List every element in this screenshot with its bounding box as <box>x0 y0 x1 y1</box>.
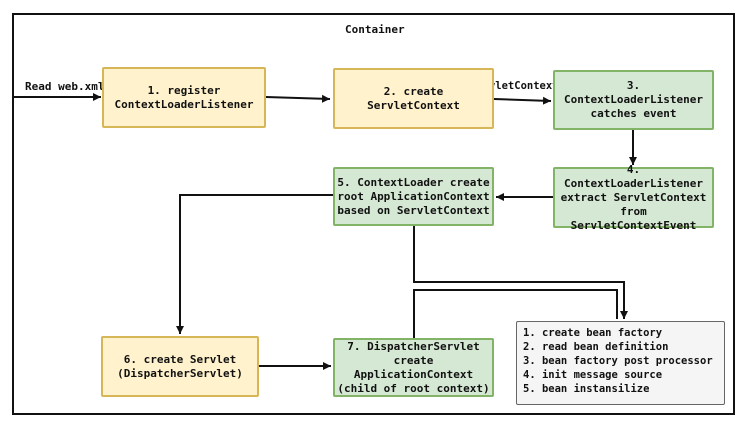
text-line: 4. ContextLoaderListener <box>563 162 704 190</box>
arrow-1-to-2 <box>265 94 331 103</box>
text-line: root ApplicationContext <box>337 189 490 203</box>
connector-5-to-steps <box>413 226 628 319</box>
node-text: 2. create ServletContext <box>335 85 492 113</box>
text-line: based on ServletContext <box>337 203 490 217</box>
text-line: 1. create bean factory <box>523 327 663 339</box>
input-label: Read web.xml <box>25 80 105 93</box>
text-line: 6. create Servlet <box>123 352 237 366</box>
text-line: 5. ContextLoader create <box>337 175 490 189</box>
bean-steps-box: 1. create bean factory 2. read bean defin… <box>516 321 725 405</box>
node-2-create-servlet-context: 2. create ServletContext <box>333 68 494 129</box>
text-line: ContextLoaderListener <box>114 97 254 111</box>
text-line: 2. read bean definition <box>523 341 669 353</box>
text-line: extract ServletContext <box>560 190 707 204</box>
text-line: 2. create ServletContext <box>367 84 460 112</box>
node-text: 1. create bean factory 2. read bean defin… <box>523 326 713 396</box>
node-6-create-servlet: 6. create Servlet(DispatcherServlet) <box>101 336 259 397</box>
text-line: 4. init message source <box>523 369 663 381</box>
text-line: catches event <box>590 107 677 120</box>
text-line: create ApplicationContext <box>353 353 474 381</box>
arrow-5-to-6 <box>176 194 333 334</box>
text-line: 3. ContextLoaderListener <box>563 79 704 106</box>
text-line: from ServletContextEvent <box>570 204 697 232</box>
text-line: (child of root context) <box>337 381 490 395</box>
arrow-2-to-3 <box>493 96 552 105</box>
connector-7-to-steps <box>413 289 618 338</box>
text-line: 3. bean factory post processor <box>523 355 713 367</box>
text-line: (DispatcherServlet) <box>117 366 243 380</box>
container-frame <box>12 13 735 415</box>
text-line: 5. bean instansilize <box>523 383 650 395</box>
text-line: 1. register <box>147 83 221 97</box>
text-line: 7. DispatcherServlet <box>347 339 480 353</box>
node-text: 6. create Servlet(DispatcherServlet) <box>117 353 243 381</box>
container-title: Container <box>345 23 405 36</box>
